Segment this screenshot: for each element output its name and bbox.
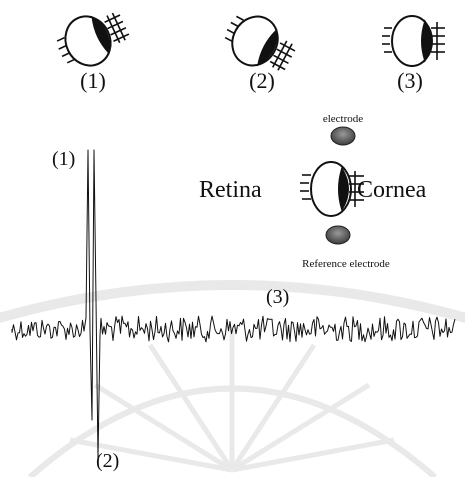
- retina-charge-marks: [224, 15, 244, 43]
- eye-state-1-label: (1): [80, 68, 106, 93]
- signal-trace: [11, 149, 456, 459]
- setup-eye: [300, 161, 364, 217]
- cornea-icon: [91, 15, 111, 55]
- cornea-label: Cornea: [357, 177, 427, 203]
- eye-state-3: [382, 15, 445, 67]
- cornea-charge-marks: [104, 12, 130, 44]
- retina-charge-marks: [300, 174, 311, 200]
- electrode-label: electrode: [323, 113, 363, 125]
- watermark: [0, 280, 465, 477]
- trace-trough-label: (2): [96, 450, 119, 472]
- trace-peak-label: (1): [52, 148, 75, 170]
- eyeball-icon: [310, 161, 352, 217]
- trace-baseline-label: (3): [266, 286, 289, 308]
- reference-electrode-label: Reference electrode: [302, 258, 390, 270]
- cornea-icon: [338, 166, 349, 212]
- eyeball-icon: [391, 15, 433, 67]
- eye-state-1: [56, 12, 130, 67]
- reference-electrode-icon: [325, 225, 351, 245]
- retina-charge-marks: [56, 36, 75, 64]
- eye-state-2: [224, 15, 296, 71]
- eye-state-2-label: (2): [249, 68, 275, 93]
- cornea-charge-marks: [269, 40, 296, 71]
- electrode-icon: [330, 126, 356, 146]
- eyeball-icon: [231, 15, 279, 67]
- eye-state-3-label: (3): [397, 68, 423, 93]
- cornea-icon: [421, 19, 432, 63]
- retina-charge-marks: [382, 27, 392, 53]
- cornea-charge-marks: [431, 22, 445, 60]
- eyeball-icon: [64, 15, 112, 67]
- cornea-icon: [257, 28, 278, 67]
- cornea-charge-marks: [349, 171, 364, 207]
- retina-label: Retina: [199, 177, 262, 203]
